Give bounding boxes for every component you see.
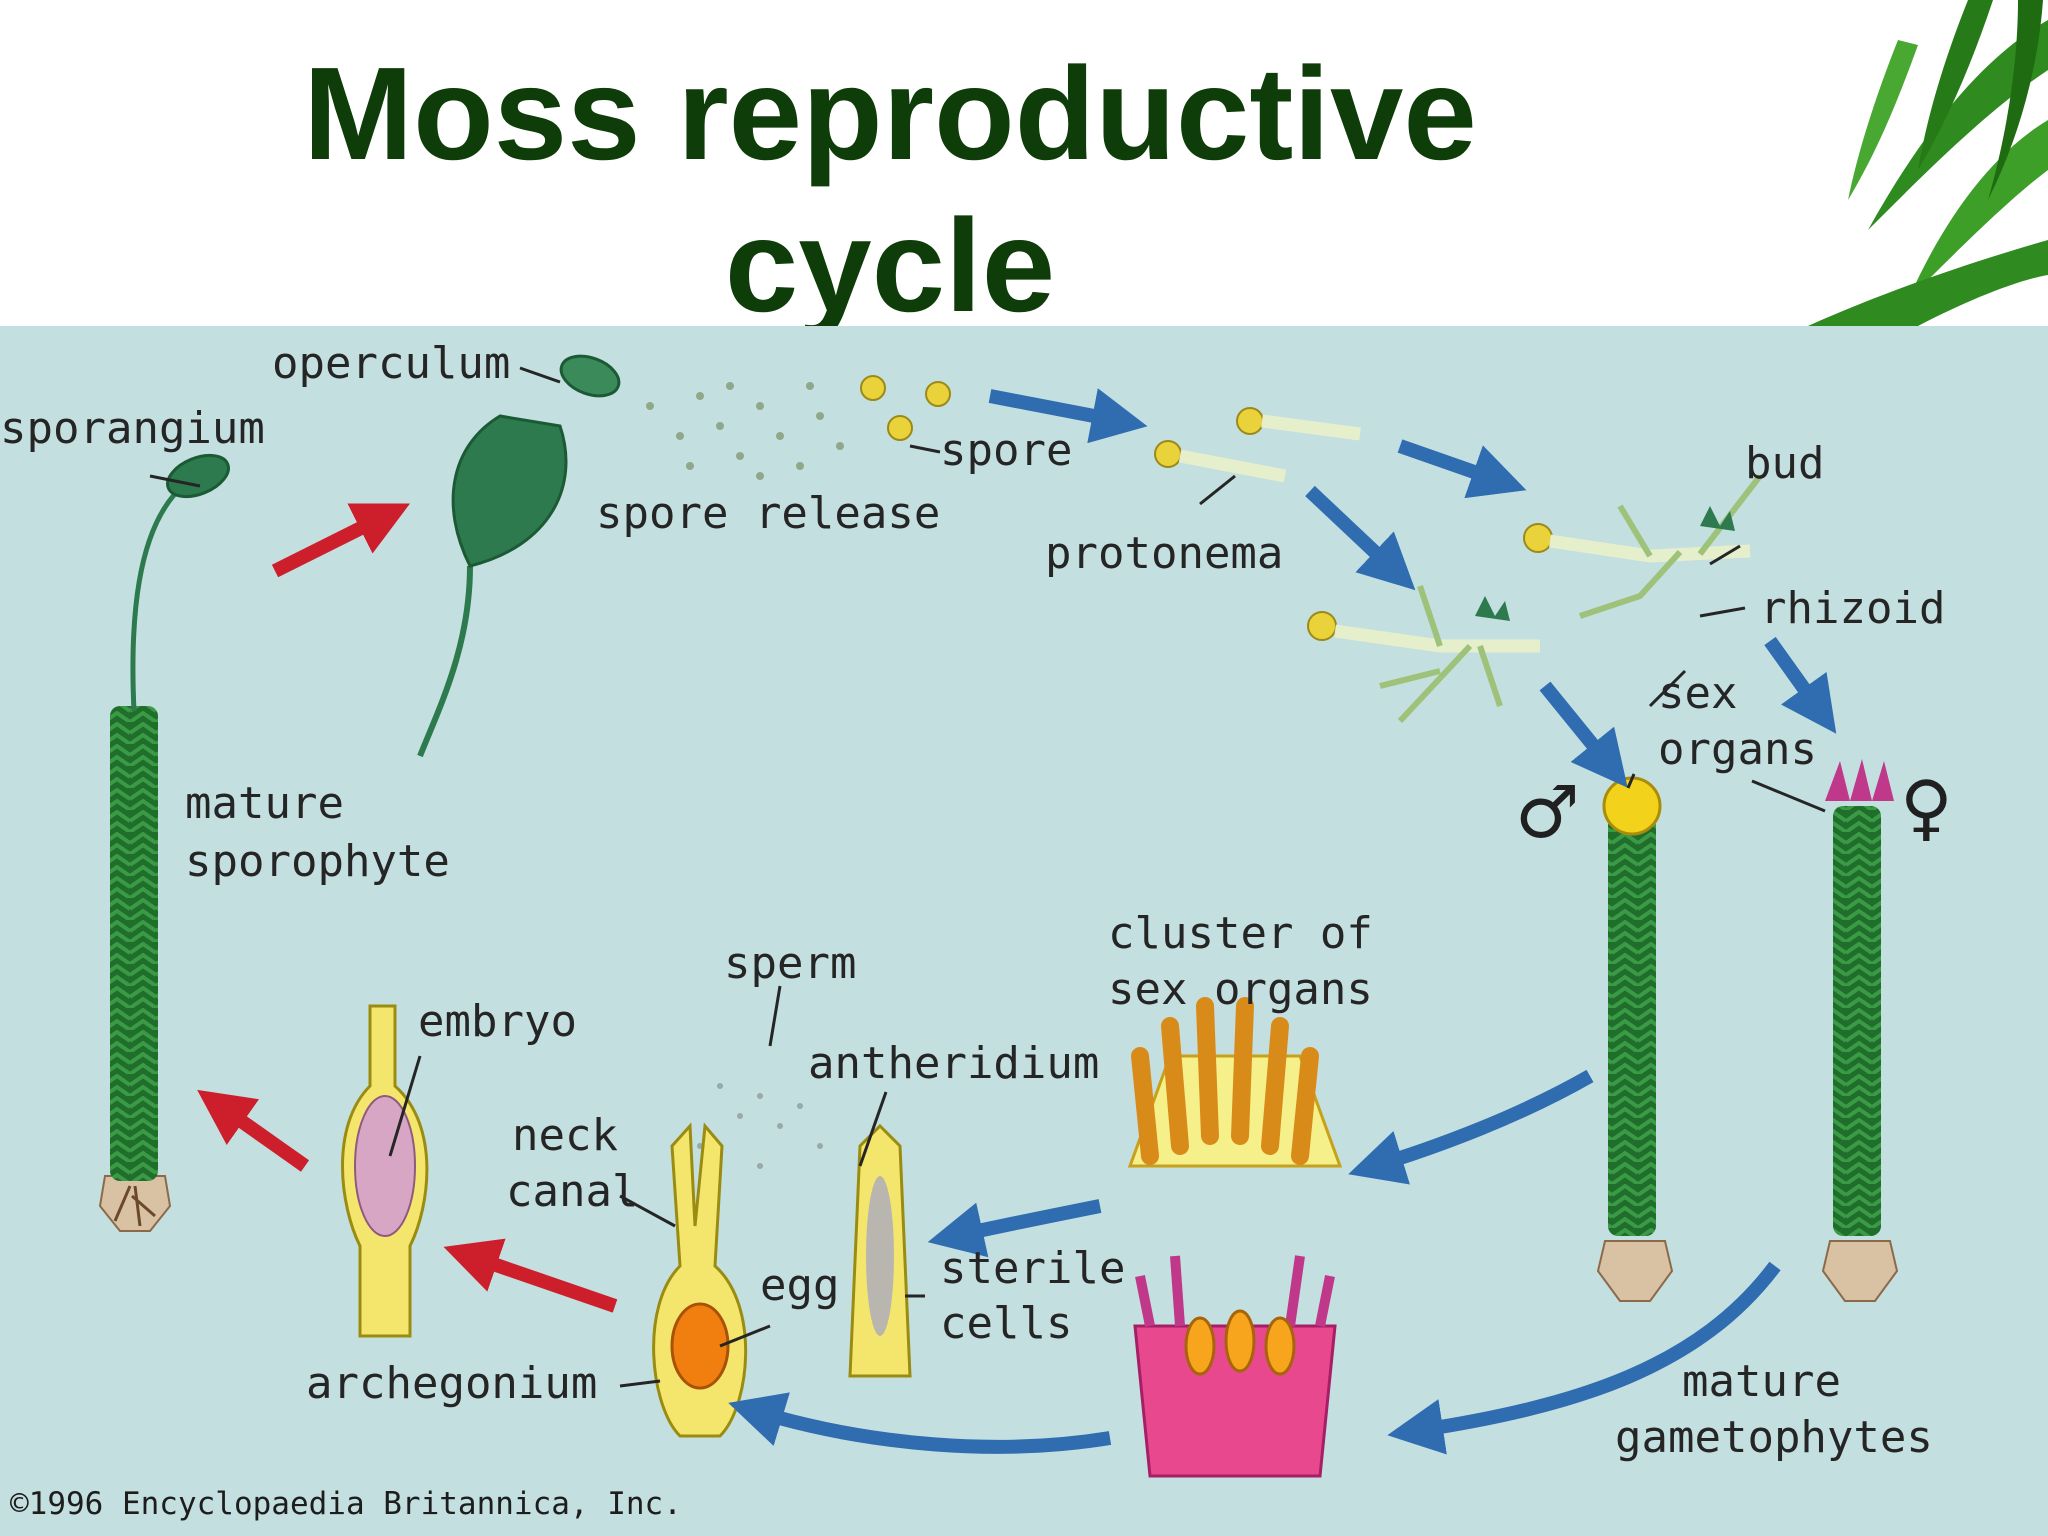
- sporangium-capsule: [417, 354, 844, 758]
- label-neck-canal-line-1: neck: [512, 1110, 618, 1161]
- label-mature-sporophyte-line-2: sporophyte: [185, 836, 450, 887]
- cycle-arrows-blue: [728, 388, 1837, 1455]
- label-operculum: operculum: [272, 338, 511, 389]
- label-archegonium: archegonium: [306, 1358, 598, 1409]
- label-sterile-cells-line-2: cells: [940, 1298, 1073, 1349]
- label-neck-canal-line-2: canal: [506, 1166, 639, 1217]
- archegonium: [652, 1122, 748, 1438]
- embryo-structure: [341, 1004, 429, 1338]
- male-gametophyte: [1596, 776, 1674, 1302]
- cluster-of-sex-organs: [1127, 997, 1343, 1478]
- copyright-notice: ©1996 Encyclopaedia Britannica, Inc.: [10, 1486, 682, 1522]
- female-gametophyte: [1821, 759, 1899, 1302]
- label-antheridium: antheridium: [808, 1038, 1100, 1089]
- label-spore-release: spore release: [596, 488, 941, 539]
- label-egg: egg: [760, 1260, 840, 1311]
- slide-title: Moss reproductive cycle: [180, 38, 1600, 342]
- cycle-arrows-red: [197, 503, 618, 1313]
- moss-cycle-diagram: operculum sporangium spore spore release…: [0, 326, 2048, 1536]
- label-embryo: embryo: [418, 996, 577, 1047]
- protonema-stages: [1154, 407, 1763, 724]
- antheridium: [697, 1083, 912, 1378]
- male-symbol: ♂: [1515, 770, 1580, 854]
- diagram-artwork: [98, 354, 1899, 1478]
- female-symbol: ♀: [1900, 765, 1953, 849]
- title-line-1: Moss reproductive: [303, 40, 1477, 187]
- label-cluster-line-1: cluster of: [1108, 908, 1373, 959]
- label-sex-organs-line-2: organs: [1658, 724, 1817, 775]
- label-bud: bud: [1745, 438, 1825, 489]
- label-mature-sporophyte-line-1: mature: [185, 778, 344, 829]
- label-protonema: protonema: [1045, 528, 1284, 579]
- label-mature-gametophytes-line-2: gametophytes: [1615, 1412, 1933, 1463]
- label-rhizoid: rhizoid: [1760, 583, 1946, 634]
- label-sperm: sperm: [724, 938, 857, 989]
- label-sterile-cells-line-1: sterile: [940, 1243, 1126, 1294]
- label-sex-organs-line-1: sex: [1658, 668, 1738, 719]
- label-leaders: [149, 366, 1826, 1388]
- mature-sporophyte: [98, 453, 230, 1232]
- label-sporangium: sporangium: [0, 403, 265, 454]
- label-spore: spore: [940, 425, 1073, 476]
- title-line-2: cycle: [724, 192, 1056, 339]
- spores: [860, 375, 951, 441]
- bamboo-leaves-decoration: [1808, 0, 2048, 326]
- label-cluster-line-2: sex organs: [1108, 964, 1373, 1015]
- label-mature-gametophytes-line-1: mature: [1682, 1356, 1841, 1407]
